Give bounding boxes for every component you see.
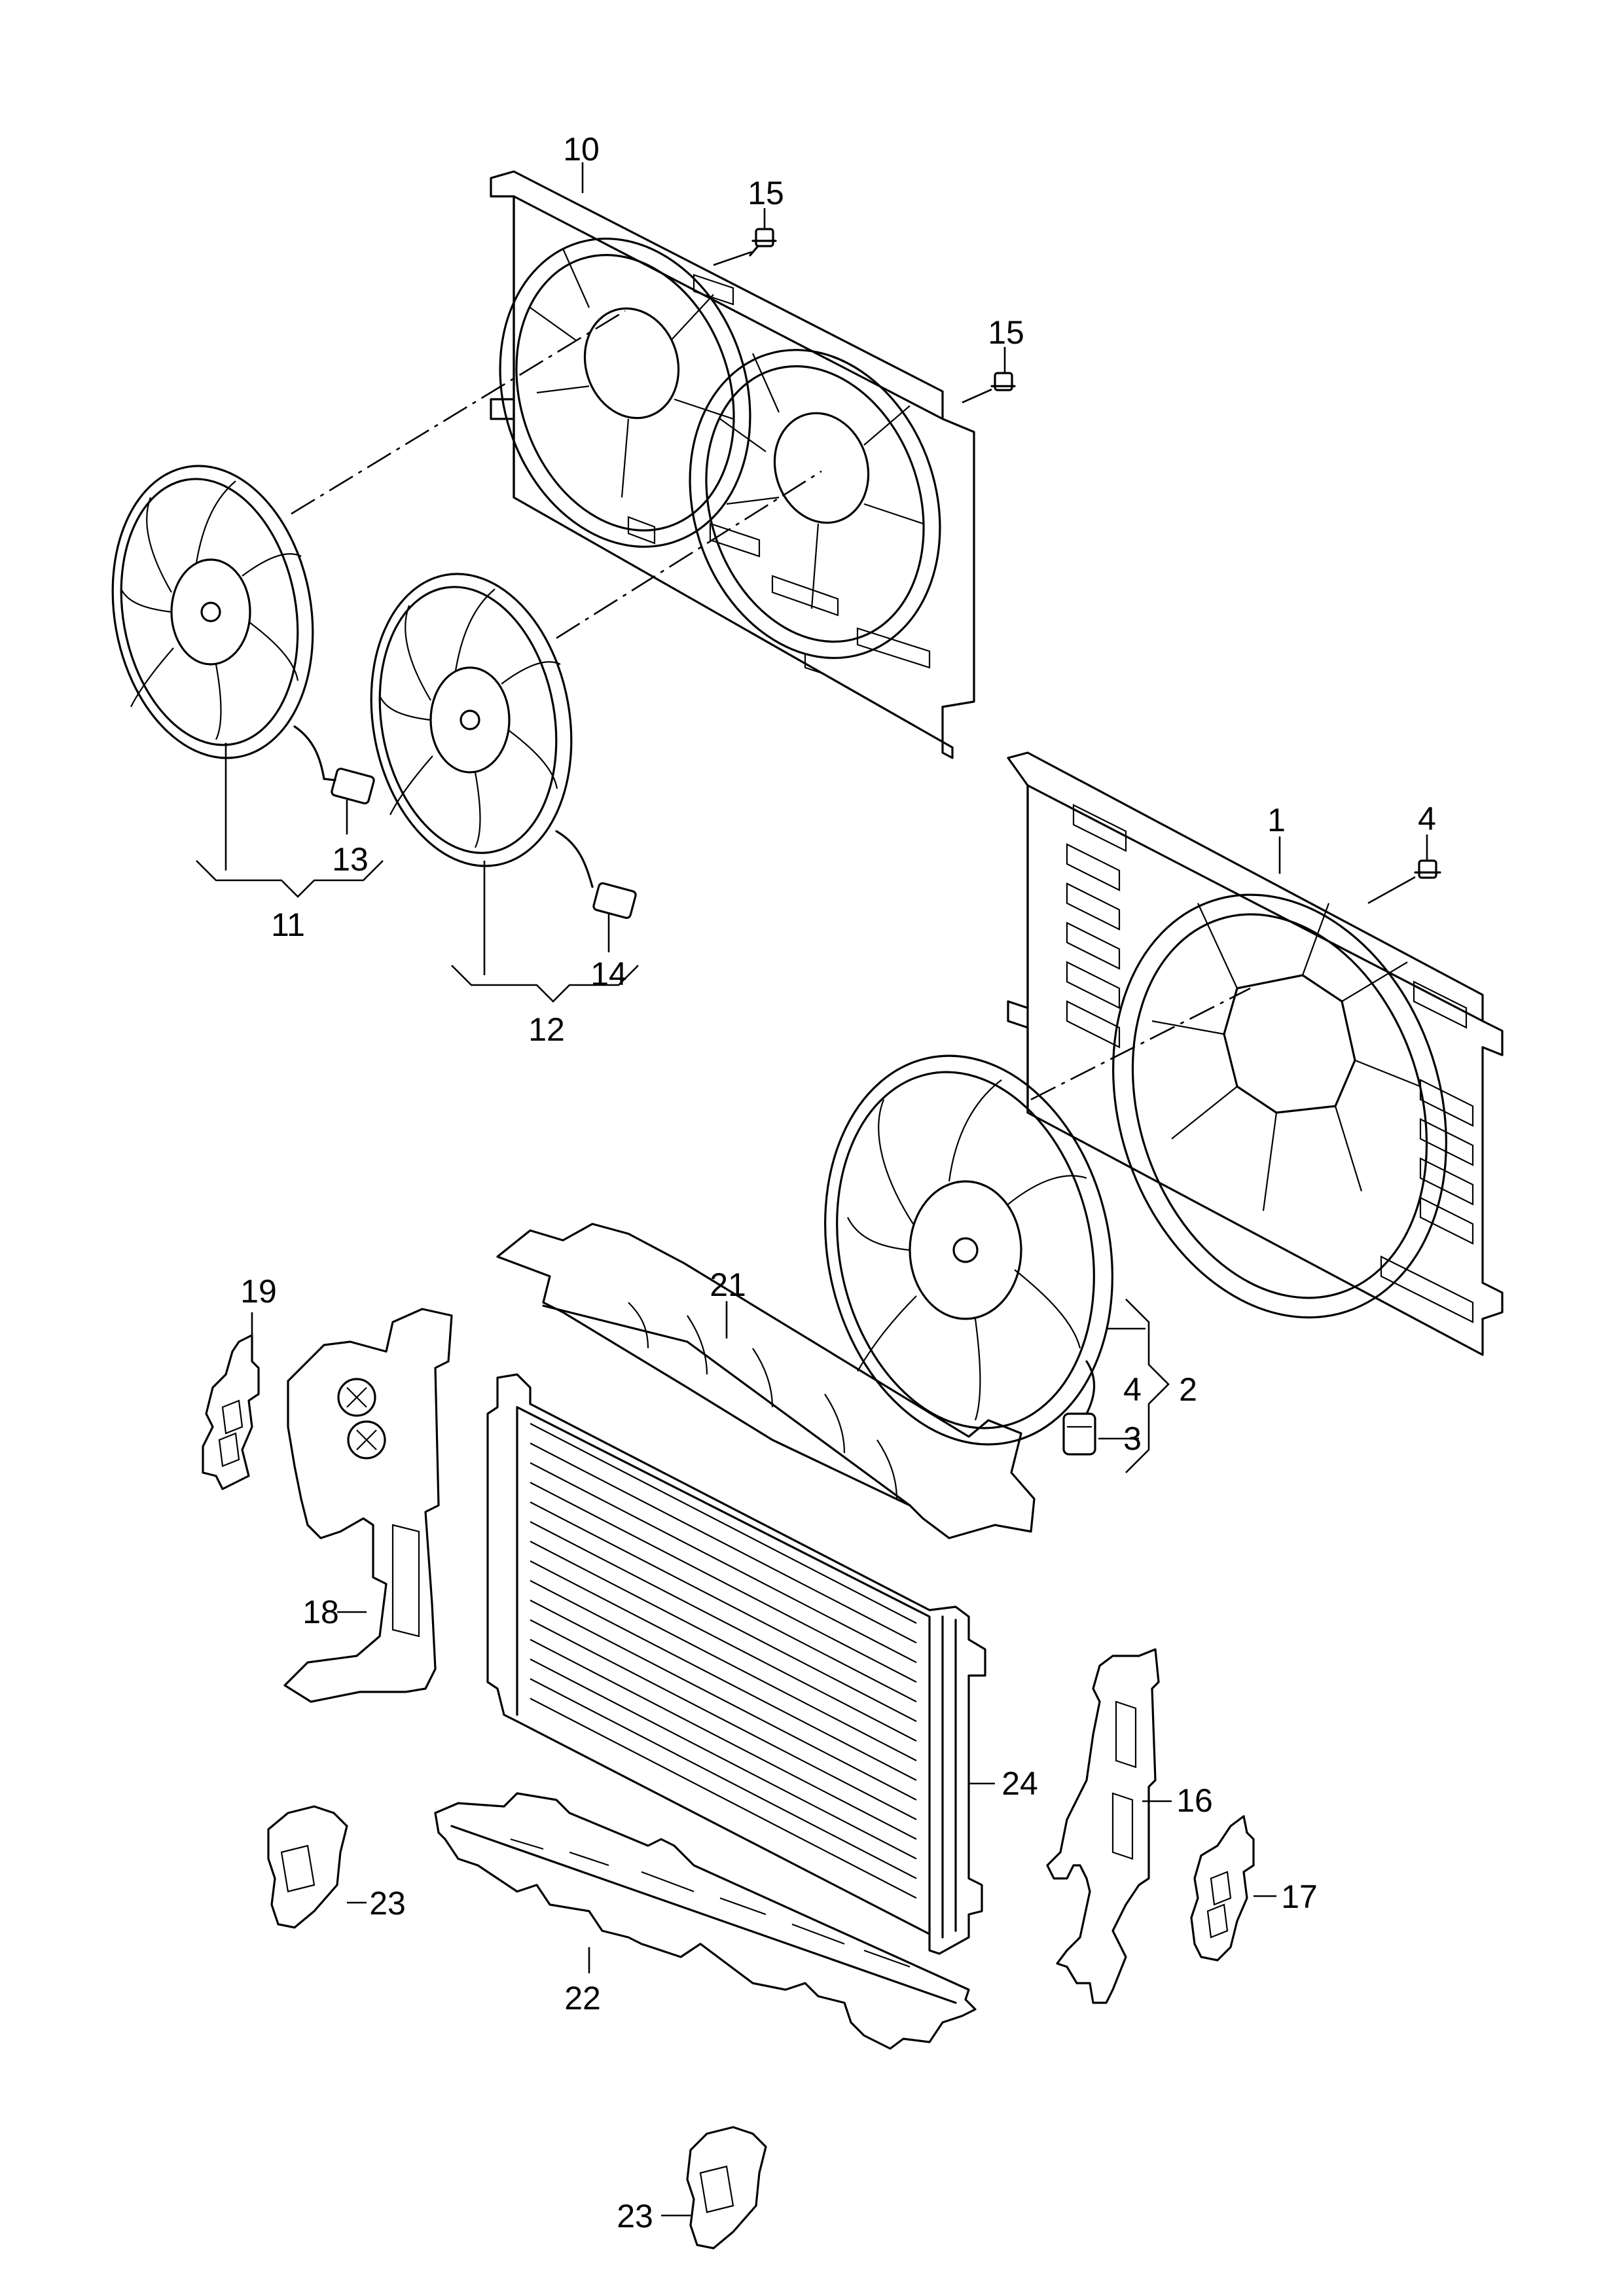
screw-15b <box>990 372 1016 391</box>
callout-2: 2 <box>1179 1371 1197 1408</box>
fan-12 <box>370 573 637 920</box>
air-duct-21 <box>496 1223 1036 1539</box>
callout-1: 1 <box>1267 802 1286 838</box>
bracket-23b <box>686 2126 767 2250</box>
callout-17: 17 <box>1281 1878 1318 1915</box>
fan-11 <box>111 465 375 805</box>
axis-line <box>291 310 626 515</box>
fan-2 <box>824 1054 1113 1456</box>
bracket-23a <box>267 1805 348 1929</box>
callout-15b: 15 <box>988 314 1024 351</box>
callout-11: 11 <box>271 906 305 943</box>
air-guide-18 <box>283 1308 453 1703</box>
callout-21: 21 <box>710 1266 746 1303</box>
callout-14: 14 <box>590 956 627 992</box>
callout-4a: 4 <box>1418 800 1436 837</box>
callout-18: 18 <box>302 1594 339 1630</box>
callout-10: 10 <box>563 131 600 168</box>
air-guide-16 <box>1046 1648 1160 2004</box>
single-fan-shroud-1 <box>1007 751 1504 1356</box>
callout-19: 19 <box>240 1273 277 1310</box>
axis-line <box>556 470 822 639</box>
callout-16: 16 <box>1176 1782 1213 1819</box>
callout-13: 13 <box>332 841 369 878</box>
callout-22: 22 <box>564 1980 601 2017</box>
callout-15a: 15 <box>748 175 784 211</box>
screw-15a <box>749 228 777 257</box>
radiator-24 <box>486 1373 986 1955</box>
twin-fan-shroud-10 <box>490 170 975 759</box>
callout-4b: 4 <box>1123 1371 1142 1408</box>
bracket-19 <box>202 1334 260 1490</box>
callout-24: 24 <box>1001 1765 1038 1802</box>
callout-23b: 23 <box>617 2198 653 2234</box>
bracket-17 <box>1190 1815 1255 1962</box>
air-guide-22 <box>434 1792 977 2050</box>
callout-12: 12 <box>528 1011 565 1048</box>
screw-4 <box>1414 859 1441 879</box>
callout-23a: 23 <box>369 1885 406 1922</box>
callout-3: 3 <box>1123 1420 1142 1457</box>
axis-line <box>1030 987 1251 1101</box>
